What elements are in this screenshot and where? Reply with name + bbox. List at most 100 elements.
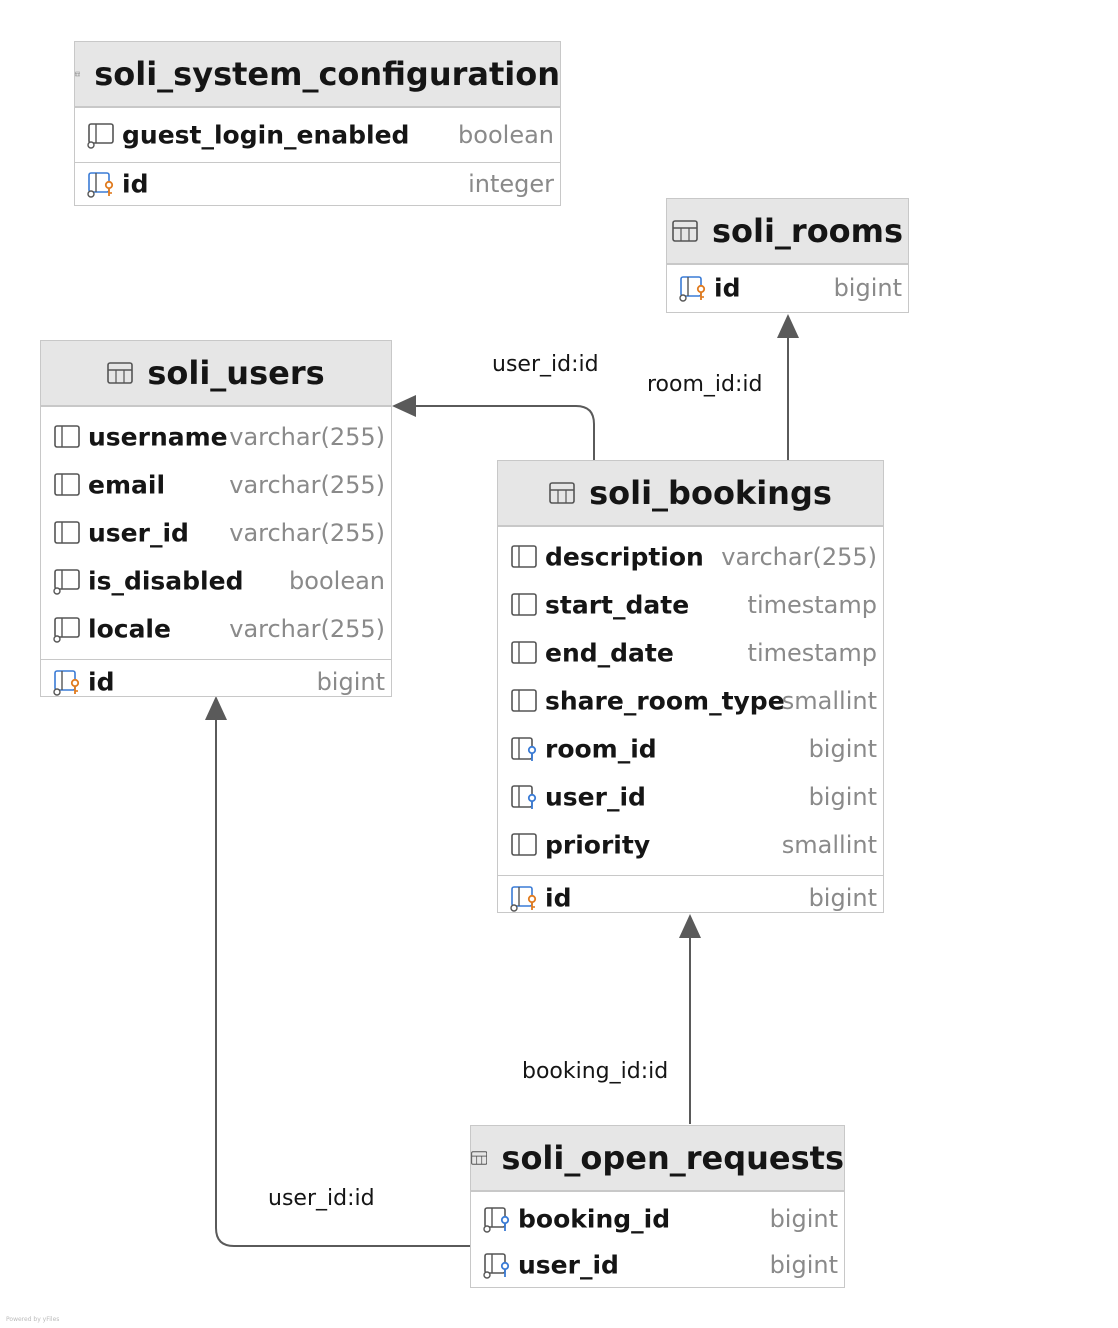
table-header: soli_users [41, 341, 391, 407]
column-row[interactable]: email varchar(255) [41, 461, 391, 509]
column-type: varchar(255) [721, 543, 877, 571]
column-name: username [88, 422, 228, 452]
column-type: smallint [781, 687, 877, 715]
foreign-key-icon [483, 1253, 510, 1279]
watermark: Powered by yFiles [6, 1316, 60, 1323]
column-type: bigint [316, 667, 385, 696]
foreign-key-icon [483, 1207, 510, 1233]
table-name: soli_bookings [589, 474, 832, 512]
primary-key-row[interactable]: id bigint [667, 265, 908, 311]
column-type: bigint [808, 735, 877, 763]
primary-key-row[interactable]: id integer [75, 162, 560, 204]
nullable-column-icon [53, 617, 80, 643]
edge-bookings-users-arrowhead [392, 395, 416, 417]
column-name: end_date [545, 638, 674, 668]
column-name: email [88, 470, 166, 500]
column-row[interactable]: guest_login_enabled boolean [75, 108, 560, 162]
column-icon [511, 545, 537, 568]
table-icon [107, 362, 134, 384]
column-name: id [545, 883, 572, 912]
column-type: boolean [289, 567, 385, 595]
table-soli-users[interactable]: soli_users username varchar(255) email v… [40, 340, 392, 697]
column-row[interactable]: booking_id bigint [471, 1196, 844, 1242]
foreign-key-icon [511, 785, 537, 809]
column-icon [54, 473, 80, 496]
nullable-column-icon [53, 569, 80, 595]
primary-key-row[interactable]: id bigint [41, 659, 391, 703]
table-icon [672, 220, 698, 242]
column-name: description [545, 542, 704, 572]
column-row[interactable]: locale varchar(255) [41, 605, 391, 653]
primary-key-row[interactable]: id bigint [498, 875, 883, 919]
column-icon [511, 833, 537, 856]
column-name: room_id [545, 734, 657, 764]
table-header: soli_open_requests [471, 1126, 844, 1192]
primary-key-icon [679, 276, 706, 302]
table-icon [75, 71, 81, 77]
edge-label-bookings-rooms: room_id:id [647, 372, 763, 397]
table-soli-bookings[interactable]: soli_bookings description varchar(255) s… [497, 460, 884, 913]
table-icon [549, 482, 575, 504]
table-soli-system-configuration[interactable]: soli_system_configuration guest_login_en… [74, 41, 561, 206]
column-icon [54, 521, 80, 544]
primary-key-icon [510, 885, 537, 912]
table-header: soli_rooms [667, 199, 908, 265]
column-name: share_room_type [545, 686, 785, 716]
column-name: id [714, 273, 741, 303]
table-header: soli_bookings [498, 461, 883, 527]
table-name: soli_open_requests [501, 1139, 844, 1177]
column-row[interactable]: username varchar(255) [41, 413, 391, 461]
edge-label-requests-bookings: booking_id:id [522, 1059, 669, 1084]
table-soli-open-requests[interactable]: soli_open_requests booking_id bigint use… [470, 1125, 845, 1288]
primary-key-icon [53, 669, 80, 696]
column-row[interactable]: description varchar(255) [498, 533, 883, 581]
column-type: bigint [808, 783, 877, 811]
column-type: bigint [769, 1205, 838, 1233]
column-type: varchar(255) [229, 519, 385, 547]
column-icon [511, 689, 537, 712]
column-type: timestamp [747, 639, 877, 667]
table-name: soli_rooms [711, 212, 904, 250]
column-row[interactable]: user_id bigint [498, 773, 883, 821]
column-name: user_id [88, 518, 189, 548]
column-name: user_id [518, 1250, 619, 1280]
column-row[interactable]: end_date timestamp [498, 629, 883, 677]
column-name: is_disabled [88, 566, 244, 596]
edge-requests-bookings-arrowhead [679, 914, 701, 938]
column-name: locale [88, 614, 171, 644]
foreign-key-icon [511, 737, 537, 761]
column-name: start_date [545, 590, 690, 620]
column-name: booking_id [518, 1204, 671, 1234]
edge-requests-users [215, 714, 470, 1247]
column-row[interactable]: share_room_type smallint [498, 677, 883, 725]
column-icon [54, 425, 80, 448]
column-type: integer [468, 169, 554, 198]
column-row[interactable]: user_id varchar(255) [41, 509, 391, 557]
column-name: guest_login_enabled [122, 120, 410, 150]
column-row[interactable]: room_id bigint [498, 725, 883, 773]
table-name: soli_users [147, 354, 325, 392]
edge-label-bookings-users: user_id:id [492, 352, 599, 377]
column-row[interactable]: is_disabled boolean [41, 557, 391, 605]
edge-label-requests-users: user_id:id [268, 1186, 375, 1211]
table-soli-rooms[interactable]: soli_rooms id bigint [666, 198, 909, 313]
column-type: varchar(255) [229, 615, 385, 643]
edge-bookings-rooms-arrowhead [777, 314, 799, 338]
column-name: id [122, 169, 149, 198]
column-type: bigint [769, 1251, 838, 1279]
table-icon [471, 1151, 488, 1165]
table-header: soli_system_configuration [75, 42, 560, 108]
edge-bookings-users [404, 405, 595, 460]
column-type: varchar(255) [229, 423, 385, 451]
primary-key-icon [87, 171, 114, 198]
column-type: smallint [781, 831, 877, 859]
column-icon [511, 641, 537, 664]
edge-requests-users-arrowhead [205, 696, 227, 720]
column-row[interactable]: start_date timestamp [498, 581, 883, 629]
column-name: user_id [545, 782, 646, 812]
column-type: bigint [833, 274, 902, 302]
column-row[interactable]: priority smallint [498, 821, 883, 869]
column-row[interactable]: user_id bigint [471, 1242, 844, 1288]
nullable-column-icon [87, 123, 114, 149]
